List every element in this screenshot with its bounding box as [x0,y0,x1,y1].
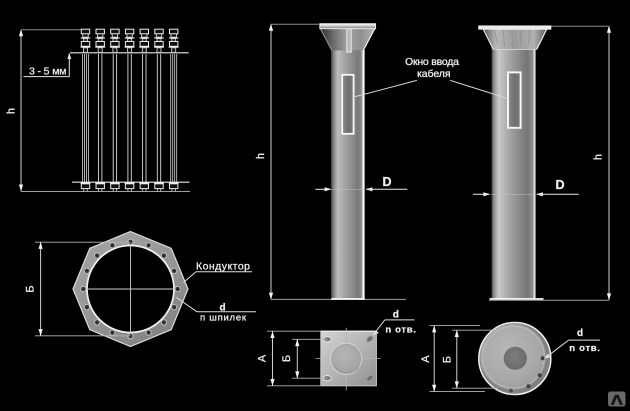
svg-text:h: h [6,108,18,114]
svg-text:кабеля: кабеля [417,68,451,80]
svg-text:d: d [219,303,225,314]
svg-text:n отв.: n отв. [385,325,416,336]
svg-text:h: h [593,154,605,160]
svg-text:Б: Б [281,355,293,362]
svg-text:Кондуктор: Кондуктор [196,261,250,273]
svg-text:Б: Б [441,356,453,363]
svg-text:n отв.: n отв. [569,343,600,354]
svg-text:D: D [556,178,565,192]
svg-text:Б: Б [25,285,37,292]
svg-text:А: А [257,354,269,362]
svg-text:А: А [420,355,432,363]
svg-text:D: D [383,175,392,189]
svg-text:d: d [577,328,583,339]
svg-text:d: d [393,309,399,320]
svg-text:h: h [255,153,267,159]
svg-text:п шпилек: п шпилек [200,313,247,324]
svg-text:Окно ввода: Окно ввода [405,56,459,68]
svg-text:3 - 5 мм: 3 - 5 мм [29,66,67,78]
